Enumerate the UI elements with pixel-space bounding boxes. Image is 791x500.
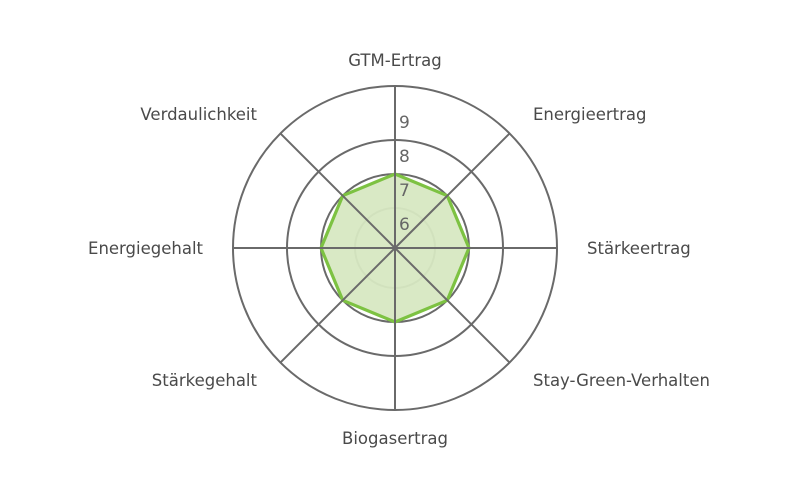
label-layer: GTM-ErtragEnergieertragStärkeertragStay-… <box>88 51 710 448</box>
axis-label-0: GTM-Ertrag <box>348 51 442 70</box>
axis-label-3: Stay-Green-Verhalten <box>533 371 710 390</box>
axis-label-5: Stärkegehalt <box>152 371 258 390</box>
axis-line-layer <box>233 86 557 410</box>
axis-spoke-3 <box>394 247 511 364</box>
tick-label-8: 8 <box>399 147 410 167</box>
tick-label-7: 7 <box>399 181 410 201</box>
axis-label-6: Energiegehalt <box>88 239 204 258</box>
axis-spoke-5 <box>279 247 396 364</box>
axis-label-1: Energieertrag <box>533 105 647 124</box>
axis-label-4: Biogasertrag <box>342 429 448 448</box>
axis-label-7: Verdaulichkeit <box>140 105 257 124</box>
tick-layer: 6 7 8 9 <box>399 113 410 235</box>
tick-label-6: 6 <box>399 215 410 235</box>
axis-label-2: Stärkeertrag <box>587 239 691 258</box>
axis-spoke-1 <box>394 132 511 249</box>
tick-label-9: 9 <box>399 113 410 133</box>
axis-spoke-7 <box>279 132 396 249</box>
